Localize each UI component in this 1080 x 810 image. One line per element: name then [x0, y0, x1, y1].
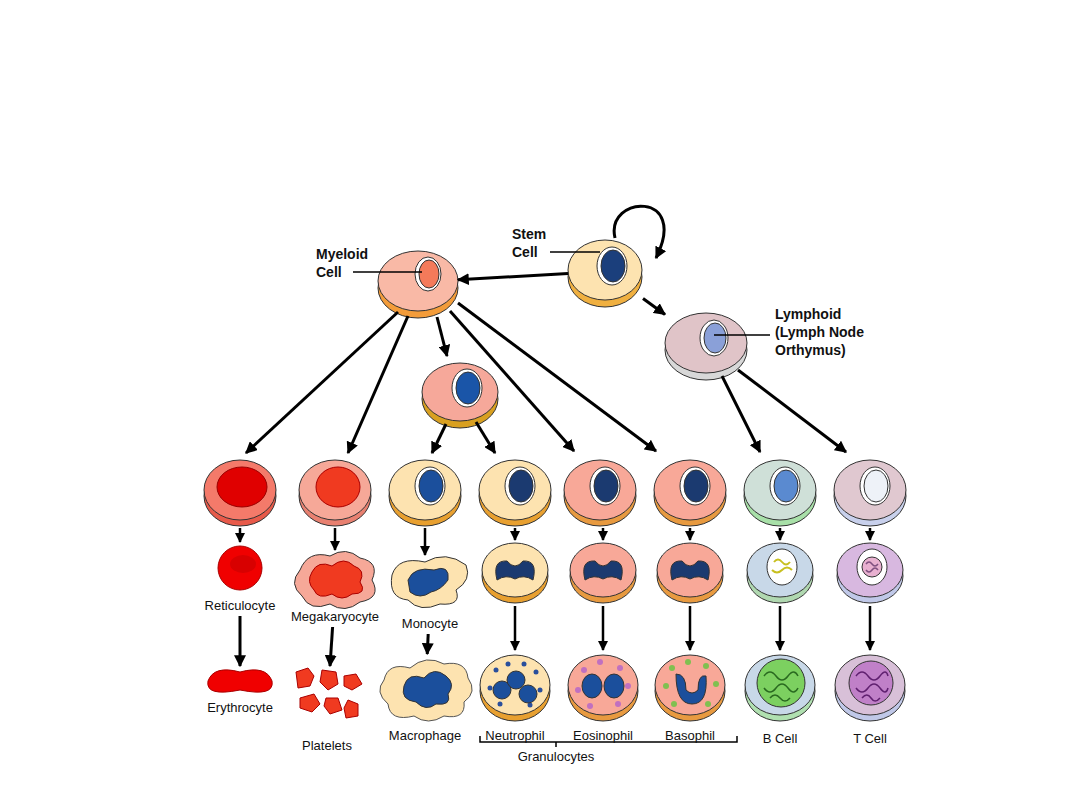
- cell-label: Macrophage: [375, 728, 475, 744]
- cell-node: Stem Cell: [568, 238, 643, 305]
- lineage-arrow: [239, 616, 242, 666]
- cell-label: Erythrocyte: [190, 700, 290, 716]
- cell-label: Eosinophil: [560, 728, 646, 744]
- cell-node: Monocyte: [388, 560, 472, 634]
- cell-node: Platelets: [285, 666, 369, 756]
- cell-label: Neutrophil: [472, 728, 558, 744]
- group-label: Granulocytes: [506, 749, 606, 765]
- cell-label: Lymphoid (Lymph Node Orthymus): [775, 305, 880, 359]
- cell-label: Stem Cell: [512, 225, 558, 261]
- cell-label: Myeloid Cell: [316, 245, 380, 281]
- cell-node: Erythrocyte: [190, 666, 290, 718]
- cell-label: T Cell: [827, 731, 913, 747]
- cell-label: Platelets: [285, 738, 369, 754]
- lineage-arrow: [643, 299, 665, 315]
- cell-label: Megakaryocyte: [282, 609, 388, 625]
- cell-node: Neutrophil: [472, 652, 558, 746]
- cell-node: Lymphoid (Lymph Node Orthymus): [665, 310, 747, 378]
- cell-node: Myeloid Cell: [378, 248, 458, 316]
- cell-node: Megakaryocyte: [282, 555, 388, 627]
- cell-node: Reticulocyte: [190, 546, 290, 616]
- cell-node: Eosinophil: [560, 652, 646, 746]
- cell-node: B Cell: [737, 652, 823, 749]
- lineage-arrow: [458, 274, 568, 280]
- cell-node: Macrophage: [375, 654, 475, 746]
- cell-label: B Cell: [737, 731, 823, 747]
- lineage-arrow: [330, 627, 333, 666]
- cell-label: Basophil: [647, 728, 733, 744]
- cell-label: Monocyte: [388, 616, 472, 632]
- cell-label: Reticulocyte: [190, 598, 290, 614]
- cell-node: T Cell: [827, 652, 913, 749]
- cell-node: Basophil: [647, 652, 733, 746]
- lineage-arrow: [426, 634, 430, 654]
